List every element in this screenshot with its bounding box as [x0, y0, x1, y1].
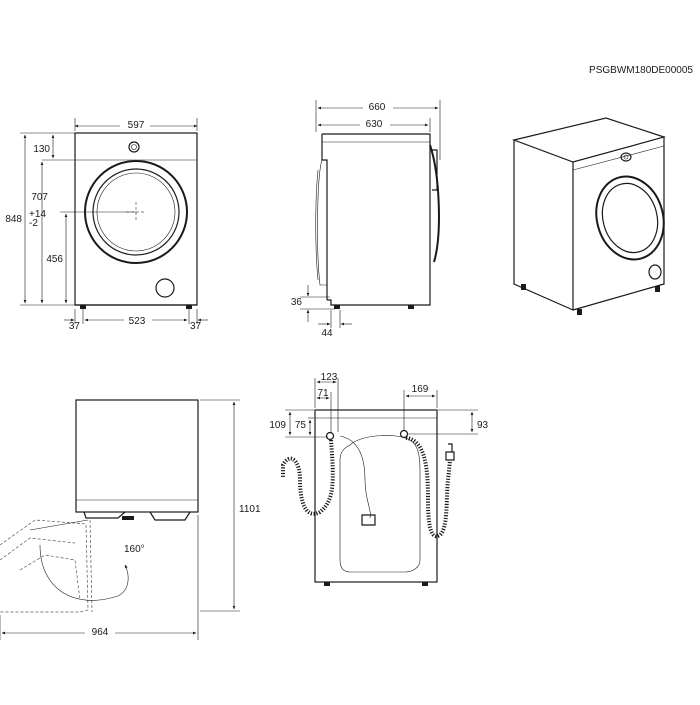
- front-foot-right: 37: [190, 321, 202, 332]
- front-height-tol-plus: +14: [29, 209, 46, 220]
- door-open-dimensions: 1101 964: [0, 399, 261, 640]
- rear-height-left: 109: [269, 420, 286, 431]
- side-feet-offset: 44: [321, 328, 333, 339]
- side-dimensions: 660 630 36 44: [291, 100, 441, 339]
- rear-inlet-inner: 71: [317, 388, 329, 399]
- front-view: [74, 132, 198, 309]
- rear-height-inner: 75: [295, 420, 307, 431]
- door-open-width: 964: [92, 627, 109, 638]
- rear-inlet-offset: 123: [321, 372, 338, 383]
- side-depth-body: 630: [366, 119, 383, 130]
- rear-height-right: 93: [477, 420, 489, 431]
- rear-view: [281, 409, 455, 586]
- front-foot-left: 37: [69, 321, 81, 332]
- side-depth-total: 660: [369, 102, 386, 113]
- document-code: PSGBWM180DE00005: [589, 65, 693, 76]
- isometric-view: [511, 117, 667, 315]
- door-angle: 160°: [124, 544, 145, 555]
- front-width-total: 597: [128, 120, 145, 131]
- front-height-tol-minus: -2: [29, 218, 38, 229]
- front-panel-height: 130: [33, 144, 50, 155]
- door-open-height: 1101: [239, 504, 261, 515]
- front-height-total: 848: [5, 214, 22, 225]
- side-feet-height: 36: [291, 297, 303, 308]
- front-door-center: 456: [46, 254, 63, 265]
- front-dimensions: 597 848 +14 -2 130 707 456 523 37 37: [5, 118, 208, 332]
- front-width-inner: 523: [129, 316, 146, 327]
- rear-drain-offset: 169: [412, 384, 429, 395]
- front-door-top: 707: [31, 192, 48, 203]
- door-open-view: 160°: [0, 399, 199, 613]
- rear-dimensions: 123 71 169 109 75 93: [269, 372, 489, 438]
- side-view: [315, 133, 440, 309]
